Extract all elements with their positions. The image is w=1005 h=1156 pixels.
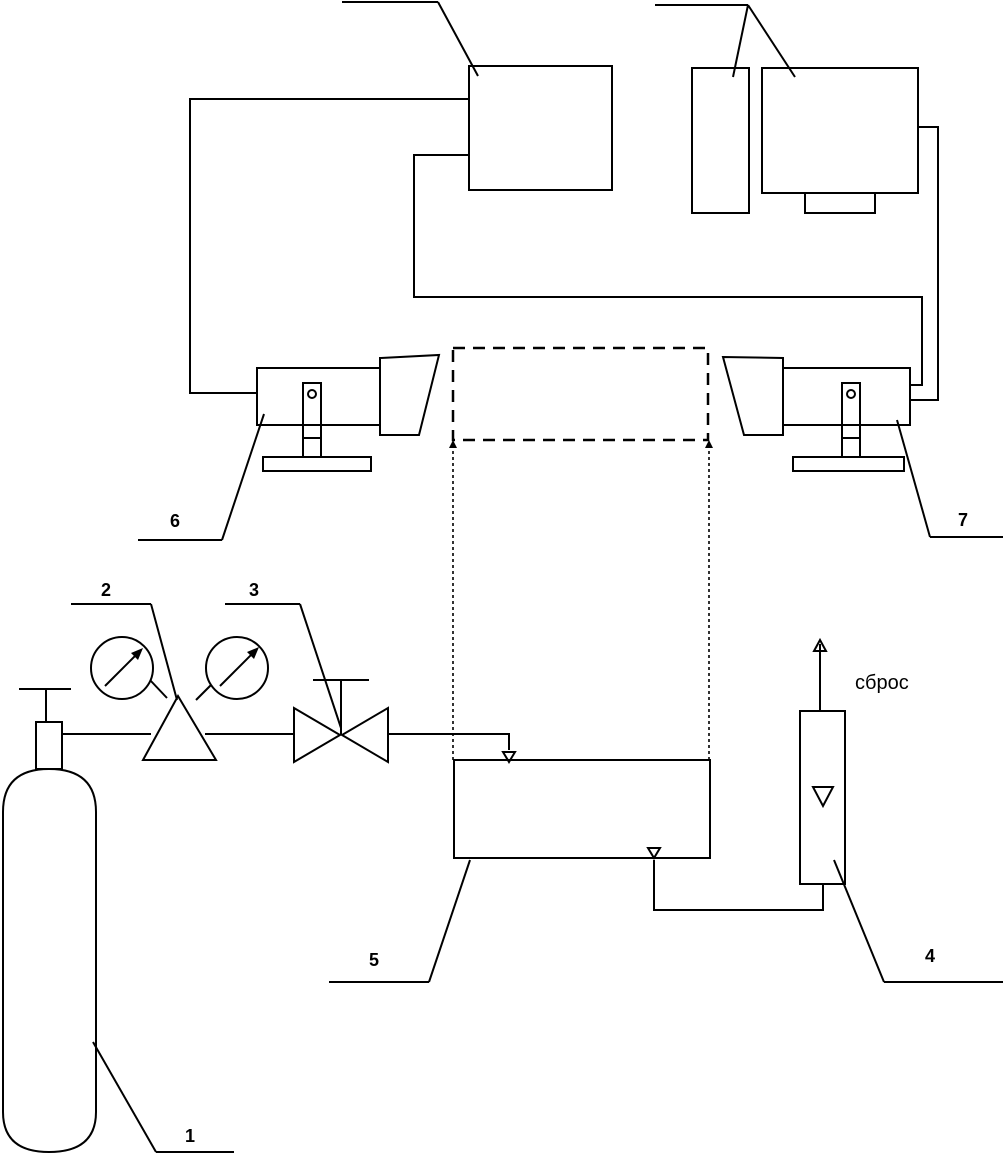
arrow-down-icon	[501, 751, 517, 764]
gas-pipes	[62, 637, 828, 911]
arrow-up-icon	[449, 440, 457, 448]
label-cell: 5	[369, 950, 379, 970]
label-rotameter: 4	[925, 946, 935, 966]
registration-units	[655, 4, 919, 214]
label-valve: 3	[249, 580, 259, 600]
receiver-unit	[721, 355, 911, 472]
rotameter	[799, 710, 846, 885]
leader-lines	[71, 413, 1003, 1153]
gas-cylinder	[2, 688, 97, 1154]
vent-label: сброс	[855, 672, 909, 694]
arrow-down-icon	[646, 847, 662, 860]
label-emitter: 6	[170, 511, 180, 531]
pressure-reducer	[90, 636, 269, 761]
label-receiver: 7	[958, 510, 968, 530]
gauge-needle-icon	[131, 648, 143, 660]
gauge-needle-icon	[247, 647, 259, 659]
emitter-unit	[256, 353, 441, 472]
valve	[293, 679, 389, 764]
label-cylinder: 1	[185, 1126, 195, 1146]
control-unit	[342, 1, 613, 191]
optical-path	[449, 346, 713, 760]
label-reducer: 2	[101, 580, 111, 600]
signal-cables	[189, 98, 939, 401]
arrow-up-icon	[705, 440, 713, 448]
vent-arrow-icon	[812, 637, 828, 652]
gas-cell	[453, 759, 711, 859]
float-icon	[811, 786, 835, 809]
